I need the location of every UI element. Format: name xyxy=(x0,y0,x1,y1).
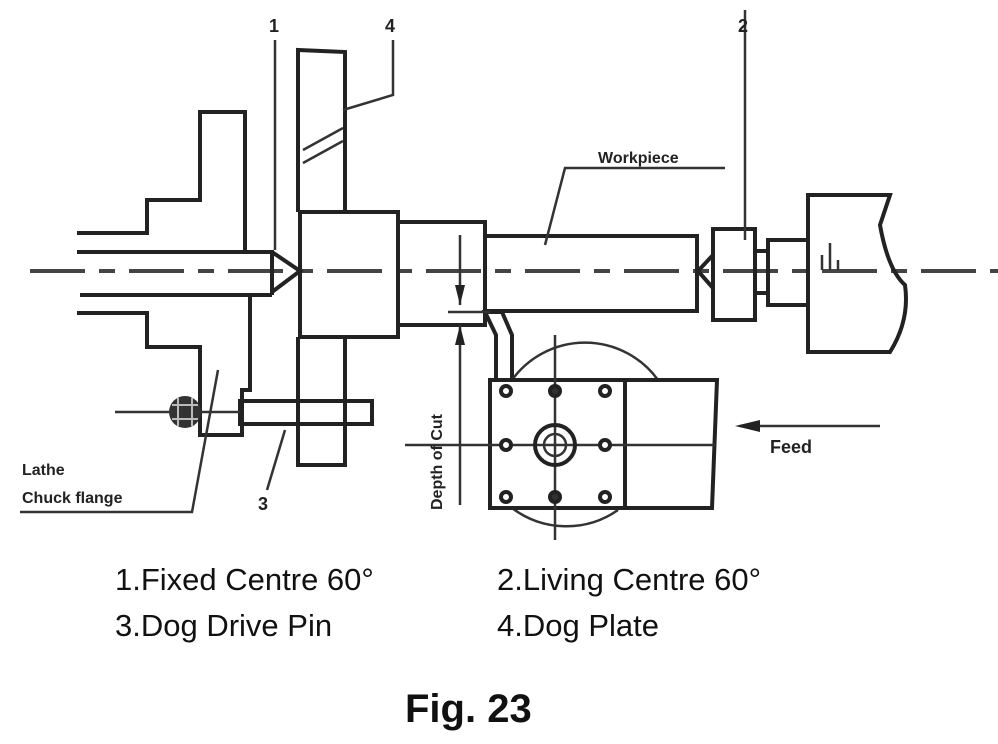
workpiece-leader xyxy=(543,166,725,246)
figure-caption: Fig. 23 xyxy=(405,687,532,731)
depth-of-cut-label: Depth of Cut xyxy=(429,413,446,510)
tool-post xyxy=(405,335,720,540)
chuck-flange-label: Chuck flange xyxy=(22,490,123,507)
callout-4: 4 xyxy=(385,16,395,36)
workpiece-label: Workpiece xyxy=(598,150,679,167)
dog-drive-pin xyxy=(115,396,374,491)
tailstock-marks xyxy=(820,243,840,270)
feed-label: Feed xyxy=(770,437,812,457)
callout-3: 3 xyxy=(258,494,268,514)
legend-item: 4.Dog Plate xyxy=(497,608,659,643)
chuck-flange-leader xyxy=(20,369,220,514)
living-centre xyxy=(695,10,810,322)
callout-1: 1 xyxy=(269,16,279,36)
workpiece xyxy=(483,234,699,313)
callout-2: 2 xyxy=(738,16,748,36)
workpiece-step xyxy=(396,220,487,327)
lathe-chuck xyxy=(77,110,272,437)
legend-item: 2.Living Centre 60° xyxy=(497,562,761,597)
tool-bit xyxy=(481,310,514,382)
lathe-label: Lathe xyxy=(22,462,65,479)
feed-arrow xyxy=(735,420,880,432)
tailstock xyxy=(806,193,908,354)
dog-hub xyxy=(298,210,400,339)
legend-item: 3.Dog Drive Pin xyxy=(115,608,332,643)
depth-of-cut-dimension xyxy=(448,235,490,505)
legend-item: 1.Fixed Centre 60° xyxy=(115,562,374,597)
